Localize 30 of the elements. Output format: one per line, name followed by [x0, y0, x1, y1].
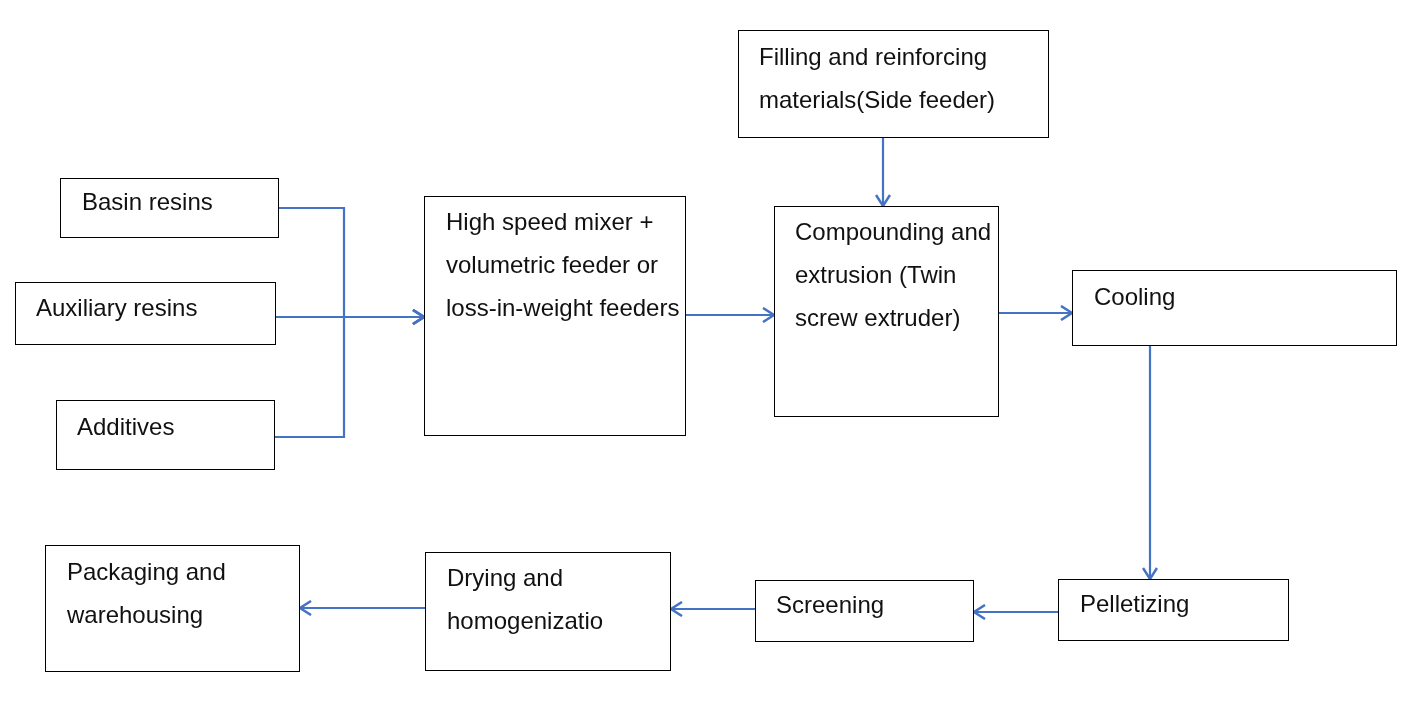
arrow — [874, 138, 892, 208]
box-text: Cooling — [1094, 282, 1177, 312]
process-box — [15, 282, 276, 345]
process-box — [45, 545, 300, 672]
process-box — [774, 206, 999, 417]
box-text: Packaging and warehousing — [67, 557, 227, 630]
arrow — [972, 603, 1058, 621]
box-text: High speed mixer + volumetric feeder or loss-in-weight feeders — [446, 207, 681, 323]
arrow — [275, 308, 426, 439]
box-text: Compounding and extrusion (Twin screw extruder) — [795, 217, 993, 333]
arrow — [298, 599, 425, 617]
process-box — [425, 552, 671, 671]
arrow — [999, 304, 1074, 322]
process-box — [738, 30, 1049, 138]
arrow — [686, 306, 776, 324]
box-text: Additives — [77, 412, 176, 442]
box-text: Drying and homogenizatio — [447, 563, 605, 636]
process-box — [60, 178, 279, 238]
box-text: Auxiliary resins — [36, 293, 199, 323]
process-box — [1072, 270, 1397, 346]
process-box — [755, 580, 974, 642]
box-text: Filling and reinforcing materials(Side feeder) — [759, 42, 997, 115]
process-box — [1058, 579, 1289, 641]
process-box — [56, 400, 275, 470]
arrow — [1141, 346, 1159, 581]
box-text: Basin resins — [82, 187, 214, 217]
box-text: Screening — [776, 590, 886, 620]
arrow — [669, 600, 755, 618]
process-box — [424, 196, 686, 436]
box-text: Pelletizing — [1080, 589, 1191, 619]
